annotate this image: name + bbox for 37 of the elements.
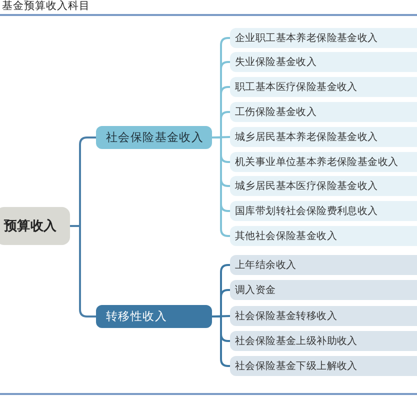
node-label: 社会保险基金上级补助收入 (235, 334, 358, 348)
connector-line (212, 136, 230, 237)
leaf-node (230, 28, 417, 48)
node-label: 社会保险基金下级上解收入 (235, 360, 358, 373)
node-label: 机关事业单位基本养老保险基金收入 (235, 156, 398, 169)
node-label: 其他社会保险基金收入 (235, 230, 337, 243)
leaf-node (230, 52, 417, 72)
branch-node (96, 305, 212, 328)
leaf-node (230, 306, 417, 326)
root-node (0, 207, 70, 245)
leaf-node (230, 102, 417, 122)
connector-line (212, 316, 230, 367)
node-label: 城乡居民基本医疗保险基金收入 (235, 180, 378, 193)
title: 基金预算收入科目 (2, 0, 90, 13)
node-label: 国库带划转社会保险费利息收入 (235, 204, 378, 218)
node-label: 工伤保险基金收入 (235, 106, 317, 119)
leaf-node (230, 356, 417, 376)
node-label: 职工基本医疗保险基金收入 (235, 80, 358, 94)
leaf-node (230, 255, 417, 275)
leaf-node (230, 176, 417, 196)
node-label: 失业保险基金收入 (235, 56, 317, 69)
node-label: 调入资金 (235, 284, 276, 297)
leaf-node (230, 152, 417, 172)
leaf-node (230, 77, 417, 97)
node-label: 企业职工基本养老保险基金收入 (235, 32, 378, 45)
leaf-node (230, 280, 417, 300)
node-label: 城乡居民基本养老保险基金收入 (235, 130, 378, 144)
node-label: 转移性收入 (106, 309, 167, 324)
leaf-node (230, 226, 417, 246)
node-label: 社会保险基金收入 (106, 130, 204, 145)
leaf-node (230, 127, 417, 147)
node-label: 上年结余收入 (235, 258, 296, 272)
leaf-node (230, 201, 417, 221)
node-label: 预算收入 (4, 218, 57, 235)
node-label: 社会保险基金转移收入 (235, 310, 337, 323)
branch-node (96, 126, 212, 149)
leaf-node (230, 331, 417, 351)
